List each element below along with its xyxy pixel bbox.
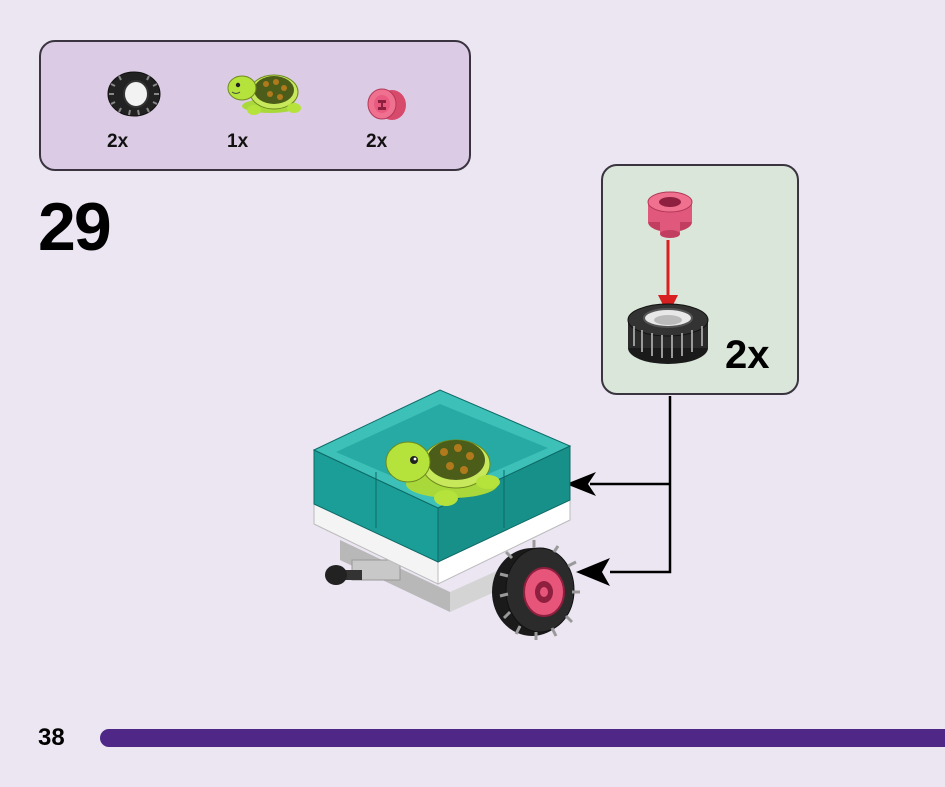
part-turtle-qty: 1x: [227, 131, 249, 152]
tire-icon: [627, 303, 709, 364]
part-wheel-hub-qty: 2x: [366, 131, 388, 152]
wheel-icon: [492, 540, 580, 640]
wheel-hub-icon: [367, 88, 406, 120]
subassembly-qty: 2x: [725, 333, 770, 377]
arrow-head-icon: [566, 472, 596, 496]
part-turtle: [224, 70, 304, 116]
turtle-icon: [227, 74, 301, 115]
step-number: 29: [38, 189, 112, 265]
page-number: 38: [38, 724, 65, 751]
part-wheel-hub: [366, 86, 408, 122]
wheel-hub-icon: [647, 191, 693, 238]
part-tire-qty: 2x: [107, 131, 129, 152]
page-progress-bar: [100, 729, 945, 747]
main-build-scene: [312, 389, 580, 640]
axle-knob: [325, 565, 362, 585]
arrow-head-icon: [576, 558, 610, 586]
subassembly-diagram: [627, 191, 709, 364]
tire-icon: [107, 71, 161, 117]
turtle-icon: [385, 439, 500, 506]
part-tire: [105, 70, 163, 118]
